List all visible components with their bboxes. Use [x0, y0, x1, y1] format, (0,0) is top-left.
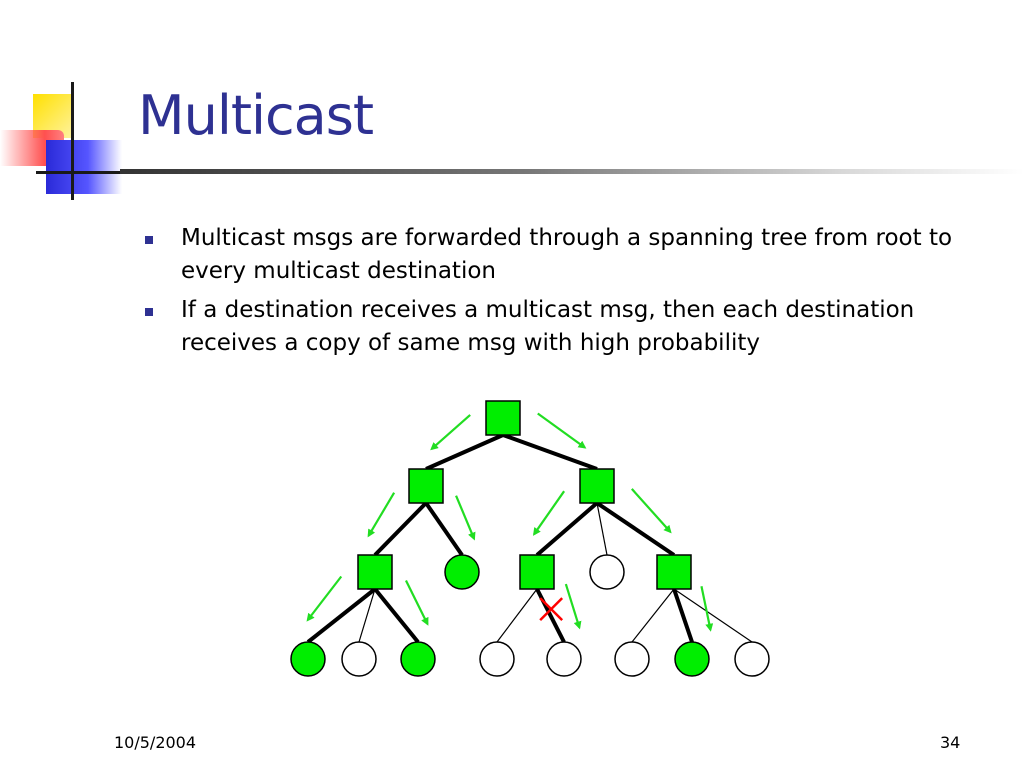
- logo-blue-square: [46, 140, 122, 194]
- forward-arrow-n2-n21: [532, 490, 566, 536]
- tree-node-n11: [357, 554, 393, 590]
- forward-arrow-root-n2: [537, 412, 587, 449]
- tree-edge-n2-n21: [535, 501, 599, 557]
- bullet-square-icon: [145, 308, 153, 316]
- tree-edge-n23-l8: [673, 588, 753, 643]
- tree-node-n22: [589, 554, 625, 590]
- tree-edge-n11-l3: [373, 587, 420, 644]
- logo-vertical-line: [71, 82, 74, 200]
- tree-edge-n2-n22: [596, 502, 608, 556]
- tree-edge-n21-l4: [496, 588, 538, 643]
- logo-horizontal-line: [36, 171, 132, 174]
- bullet-text: If a destination receives a multicast ms…: [181, 297, 915, 356]
- slide-logo-decoration: [0, 0, 160, 210]
- tree-edge-n1-n11: [373, 501, 428, 557]
- tree-node-n2: [579, 468, 615, 504]
- bullet-item: If a destination receives a multicast ms…: [143, 294, 1003, 360]
- forward-arrow-n21-l5: [564, 583, 582, 630]
- tree-node-l4: [479, 641, 515, 677]
- forward-arrow-n1-n11: [367, 492, 396, 538]
- tree-node-l3: [400, 641, 436, 677]
- tree-node-l7: [674, 641, 710, 677]
- forward-arrow-n2-n23: [631, 488, 672, 534]
- forward-arrow-n11-l1: [306, 575, 343, 622]
- bullet-text: Multicast msgs are forwarded through a s…: [181, 225, 953, 284]
- tree-node-l2: [341, 641, 377, 677]
- tree-node-n21: [519, 554, 555, 590]
- multicast-spanning-tree-diagram: [290, 400, 770, 677]
- tree-node-l5: [546, 641, 582, 677]
- tree-node-n23: [656, 554, 692, 590]
- tree-edge-root-n2: [502, 433, 598, 471]
- bullet-item: Multicast msgs are forwarded through a s…: [143, 222, 1003, 288]
- bullet-square-icon: [145, 236, 153, 244]
- tree-edge-n23-l7: [672, 588, 694, 643]
- tree-edge-n23-l6: [631, 588, 675, 643]
- tree-edge-n1-n12: [424, 501, 464, 557]
- forward-arrow-n23-l7: [700, 586, 714, 632]
- tree-edge-n2-n23: [595, 501, 676, 557]
- forward-arrow-n11-l3: [404, 580, 429, 626]
- tree-edge-root-n1: [425, 433, 504, 471]
- forward-arrow-n1-n12: [455, 495, 476, 541]
- tree-node-l8: [734, 641, 770, 677]
- footer-date: 10/5/2004: [114, 733, 197, 752]
- tree-node-n1: [408, 468, 444, 504]
- tree-node-l1: [290, 641, 326, 677]
- tree-edge-n11-l2: [358, 588, 376, 643]
- bullet-list: Multicast msgs are forwarded through a s…: [143, 222, 1003, 366]
- tree-node-root: [485, 400, 521, 436]
- footer-page-number: 34: [940, 733, 961, 752]
- slide-title: Multicast: [138, 84, 374, 147]
- tree-edge-n11-l1: [306, 587, 377, 644]
- title-underline-rule: [120, 169, 1024, 174]
- tree-node-l6: [614, 641, 650, 677]
- forward-arrow-root-n1: [430, 414, 471, 451]
- tree-edge-n21-l5: [535, 588, 566, 643]
- failure-x-icon: [539, 597, 564, 622]
- tree-node-n12: [444, 554, 480, 590]
